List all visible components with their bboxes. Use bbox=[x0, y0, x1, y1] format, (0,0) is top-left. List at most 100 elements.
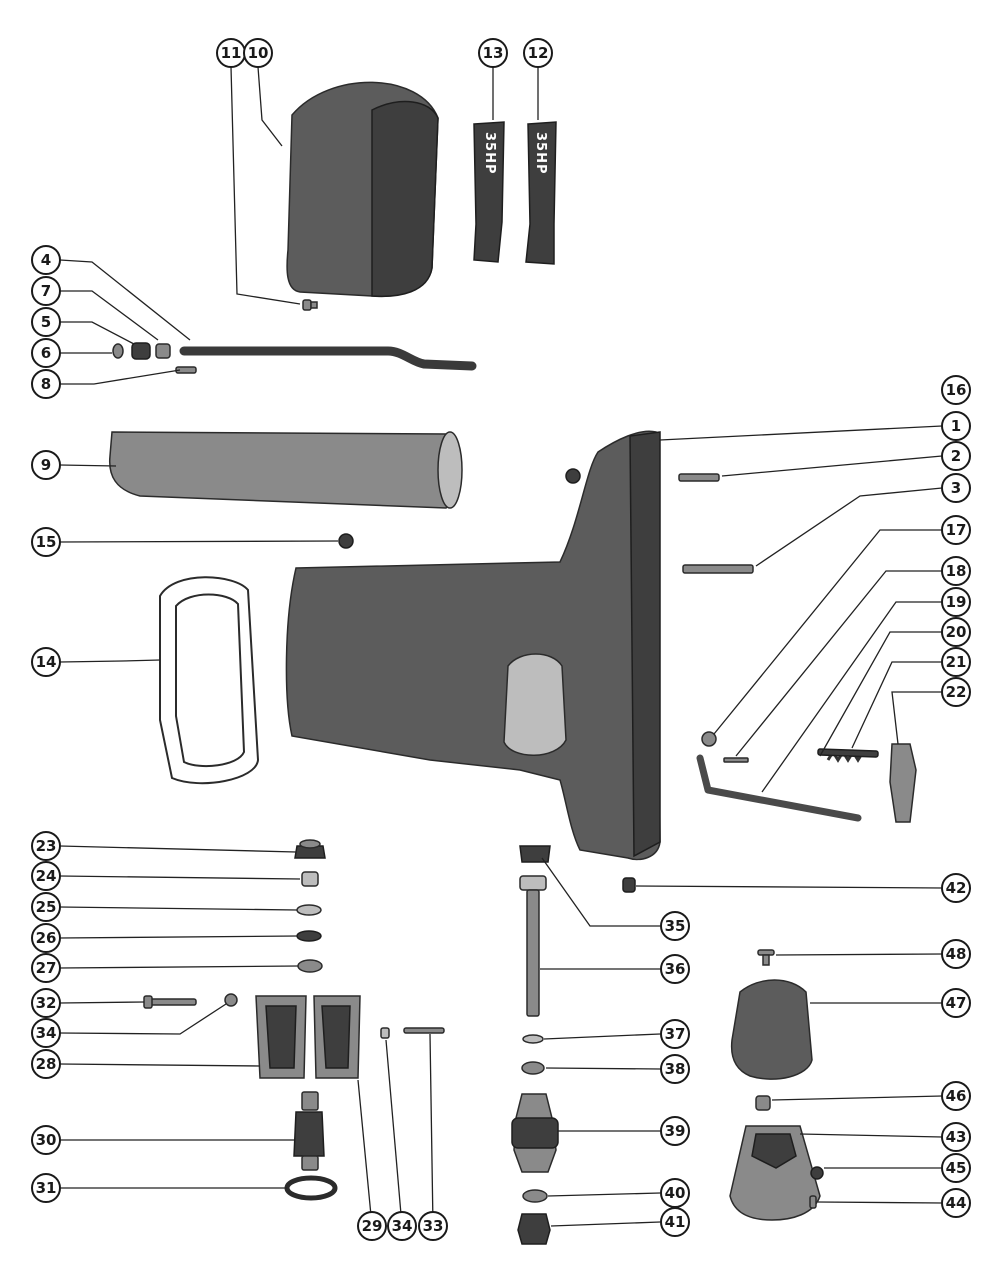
svg-text:9: 9 bbox=[41, 456, 51, 474]
svg-text:23: 23 bbox=[36, 837, 57, 855]
callout-24: 24 bbox=[31, 861, 61, 891]
svg-text:22: 22 bbox=[946, 683, 967, 701]
part-34-nut-left bbox=[224, 993, 238, 1007]
part-21-rod bbox=[817, 748, 879, 758]
part-35-grommet bbox=[519, 845, 551, 863]
part-38-washer bbox=[521, 1061, 545, 1075]
callout-2: 2 bbox=[941, 441, 971, 471]
svg-text:12: 12 bbox=[528, 44, 549, 62]
part-31-o-ring bbox=[284, 1175, 338, 1201]
part-22-latch bbox=[889, 743, 917, 823]
callout-27: 27 bbox=[31, 953, 61, 983]
svg-text:17: 17 bbox=[946, 521, 967, 539]
callout-9: 9 bbox=[31, 450, 61, 480]
callout-11: 11 bbox=[216, 38, 246, 68]
part-9-exhaust-tube bbox=[108, 431, 463, 509]
callout-46: 46 bbox=[941, 1081, 971, 1111]
part-1-driveshaft-housing bbox=[285, 430, 661, 861]
part-28-clamp bbox=[255, 995, 307, 1079]
svg-text:3: 3 bbox=[951, 479, 961, 497]
svg-text:26: 26 bbox=[36, 929, 57, 947]
svg-text:11: 11 bbox=[221, 44, 242, 62]
callout-32: 32 bbox=[31, 988, 61, 1018]
callout-48: 48 bbox=[941, 939, 971, 969]
part-46-nut bbox=[755, 1095, 771, 1111]
part-30-fitting bbox=[293, 1091, 325, 1171]
callout-37: 37 bbox=[660, 1019, 690, 1049]
svg-text:34: 34 bbox=[36, 1024, 57, 1042]
callout-47: 47 bbox=[941, 988, 971, 1018]
part-42-nut bbox=[622, 877, 636, 893]
part-24-bushing bbox=[301, 871, 319, 887]
callout-19: 19 bbox=[941, 587, 971, 617]
callout-39: 39 bbox=[660, 1116, 690, 1146]
callout-8: 8 bbox=[31, 369, 61, 399]
part-40-washer bbox=[522, 1189, 548, 1203]
callout-22: 22 bbox=[941, 677, 971, 707]
callout-7: 7 bbox=[31, 276, 61, 306]
part-7-fitting bbox=[155, 343, 171, 359]
callout-33: 33 bbox=[418, 1211, 448, 1241]
callout-41: 41 bbox=[660, 1207, 690, 1237]
svg-text:40: 40 bbox=[665, 1184, 686, 1202]
svg-text:35: 35 bbox=[665, 917, 686, 935]
svg-text:31: 31 bbox=[36, 1179, 57, 1197]
callout-43: 43 bbox=[941, 1122, 971, 1152]
svg-text:30: 30 bbox=[36, 1131, 57, 1149]
callout-14: 14 bbox=[31, 647, 61, 677]
callout-21: 21 bbox=[941, 647, 971, 677]
part-39-coupler bbox=[511, 1093, 559, 1173]
callout-36: 36 bbox=[660, 954, 690, 984]
part-15-nut bbox=[338, 533, 354, 549]
svg-text:8: 8 bbox=[41, 375, 51, 393]
svg-text:39: 39 bbox=[665, 1122, 686, 1140]
svg-text:25: 25 bbox=[36, 898, 57, 916]
part-33-bolt bbox=[403, 1027, 445, 1034]
svg-text:38: 38 bbox=[665, 1060, 686, 1078]
decal-13-text: 35HP bbox=[482, 132, 497, 175]
callout-35: 35 bbox=[660, 911, 690, 941]
svg-text:1: 1 bbox=[951, 417, 961, 435]
svg-text:16: 16 bbox=[946, 381, 967, 399]
svg-text:14: 14 bbox=[36, 653, 57, 671]
callout-12: 12 bbox=[523, 38, 553, 68]
part-32-bolt bbox=[143, 995, 197, 1009]
part-5-seal bbox=[131, 342, 151, 360]
callout-38: 38 bbox=[660, 1054, 690, 1084]
svg-text:20: 20 bbox=[946, 623, 967, 641]
decal-12-text: 35HP bbox=[533, 132, 548, 175]
part-16-nut bbox=[565, 468, 581, 484]
part-4-tube bbox=[179, 346, 477, 371]
svg-text:45: 45 bbox=[946, 1159, 967, 1177]
part-23-grommet bbox=[294, 839, 326, 859]
svg-text:18: 18 bbox=[946, 562, 967, 580]
callout-23: 23 bbox=[31, 831, 61, 861]
callout-34-left: 34 bbox=[31, 1018, 61, 1048]
svg-text:33: 33 bbox=[423, 1217, 444, 1235]
svg-text:5: 5 bbox=[41, 313, 51, 331]
svg-text:19: 19 bbox=[946, 593, 967, 611]
callout-16: 16 bbox=[941, 375, 971, 405]
callout-4: 4 bbox=[31, 245, 61, 275]
svg-text:32: 32 bbox=[36, 994, 57, 1012]
callout-6: 6 bbox=[31, 338, 61, 368]
svg-text:13: 13 bbox=[483, 44, 504, 62]
leader-lines bbox=[59, 66, 943, 1227]
svg-text:36: 36 bbox=[665, 960, 686, 978]
part-29-clamp bbox=[313, 995, 361, 1079]
callout-45: 45 bbox=[941, 1153, 971, 1183]
part-25-washer bbox=[296, 904, 322, 916]
part-43-housing bbox=[729, 1125, 821, 1221]
callout-28: 28 bbox=[31, 1049, 61, 1079]
callout-1: 1 bbox=[941, 411, 971, 441]
callout-25: 25 bbox=[31, 892, 61, 922]
svg-text:4: 4 bbox=[41, 251, 51, 269]
svg-text:34: 34 bbox=[392, 1217, 413, 1235]
part-44-pin bbox=[809, 1195, 817, 1209]
callout-30: 30 bbox=[31, 1125, 61, 1155]
callout-3: 3 bbox=[941, 473, 971, 503]
part-19-pin bbox=[723, 757, 749, 763]
callout-20: 20 bbox=[941, 617, 971, 647]
callout-26: 26 bbox=[31, 923, 61, 953]
